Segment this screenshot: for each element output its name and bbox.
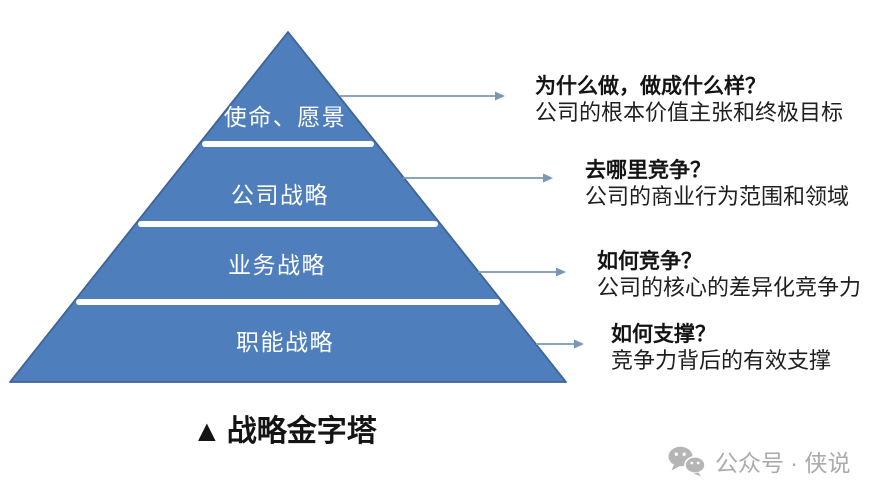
annotation-arrow-2: [403, 173, 553, 183]
pyramid-level-1-label: 使命、愿景: [223, 104, 347, 130]
arrow-head-icon: [556, 267, 566, 277]
annotation-1-description: 公司的根本价值主张和终极目标: [535, 100, 844, 125]
annotation-4: 如何支撑？ 竞争力背后的有效支撑: [611, 322, 831, 374]
annotation-2-question: 去哪里竞争？: [585, 159, 711, 182]
annotation-4-description: 竞争力背后的有效支撑: [611, 348, 832, 373]
pyramid-level-3-label: 业务战略: [228, 252, 326, 278]
pyramid-divider-2: [138, 221, 438, 227]
watermark-label: 公众号 · 侠说: [715, 450, 851, 476]
annotation-1: 为什么做，做成什么样？ 公司的根本价值主张和终极目标: [535, 74, 843, 126]
arrow-head-icon: [495, 91, 505, 101]
annotation-3-description: 公司的核心的差异化竞争力: [597, 275, 862, 300]
annotation-arrow-4: [536, 339, 584, 349]
arrow-head-icon: [543, 173, 553, 183]
watermark: 公众号 · 侠说: [667, 444, 850, 478]
annotation-arrow-1: [340, 91, 505, 101]
arrow-head-icon: [574, 339, 584, 349]
triangle-bullet-icon: ▲: [192, 415, 222, 448]
pyramid-shape: [9, 31, 567, 383]
diagram-caption: ▲战略金字塔: [192, 406, 377, 450]
annotation-2: 去哪里竞争？ 公司的商业行为范围和领域: [585, 158, 849, 210]
diagram-caption-title: 战略金字塔: [226, 415, 377, 448]
pyramid-level-2-label: 公司战略: [231, 182, 329, 208]
annotation-4-question: 如何支撑？: [611, 323, 716, 346]
annotation-2-description: 公司的商业行为范围和领域: [585, 184, 850, 209]
pyramid-level-4-label: 职能战略: [236, 329, 334, 355]
pyramid-divider-1: [202, 141, 374, 147]
annotation-1-question: 为什么做，做成什么样？: [535, 75, 766, 98]
pyramid-divider-3: [76, 299, 500, 305]
annotation-3-question: 如何竞争？: [597, 250, 702, 273]
annotation-3: 如何竞争？ 公司的核心的差异化竞争力: [597, 249, 861, 301]
wechat-icon: [668, 446, 706, 476]
annotation-arrow-3: [478, 267, 566, 277]
